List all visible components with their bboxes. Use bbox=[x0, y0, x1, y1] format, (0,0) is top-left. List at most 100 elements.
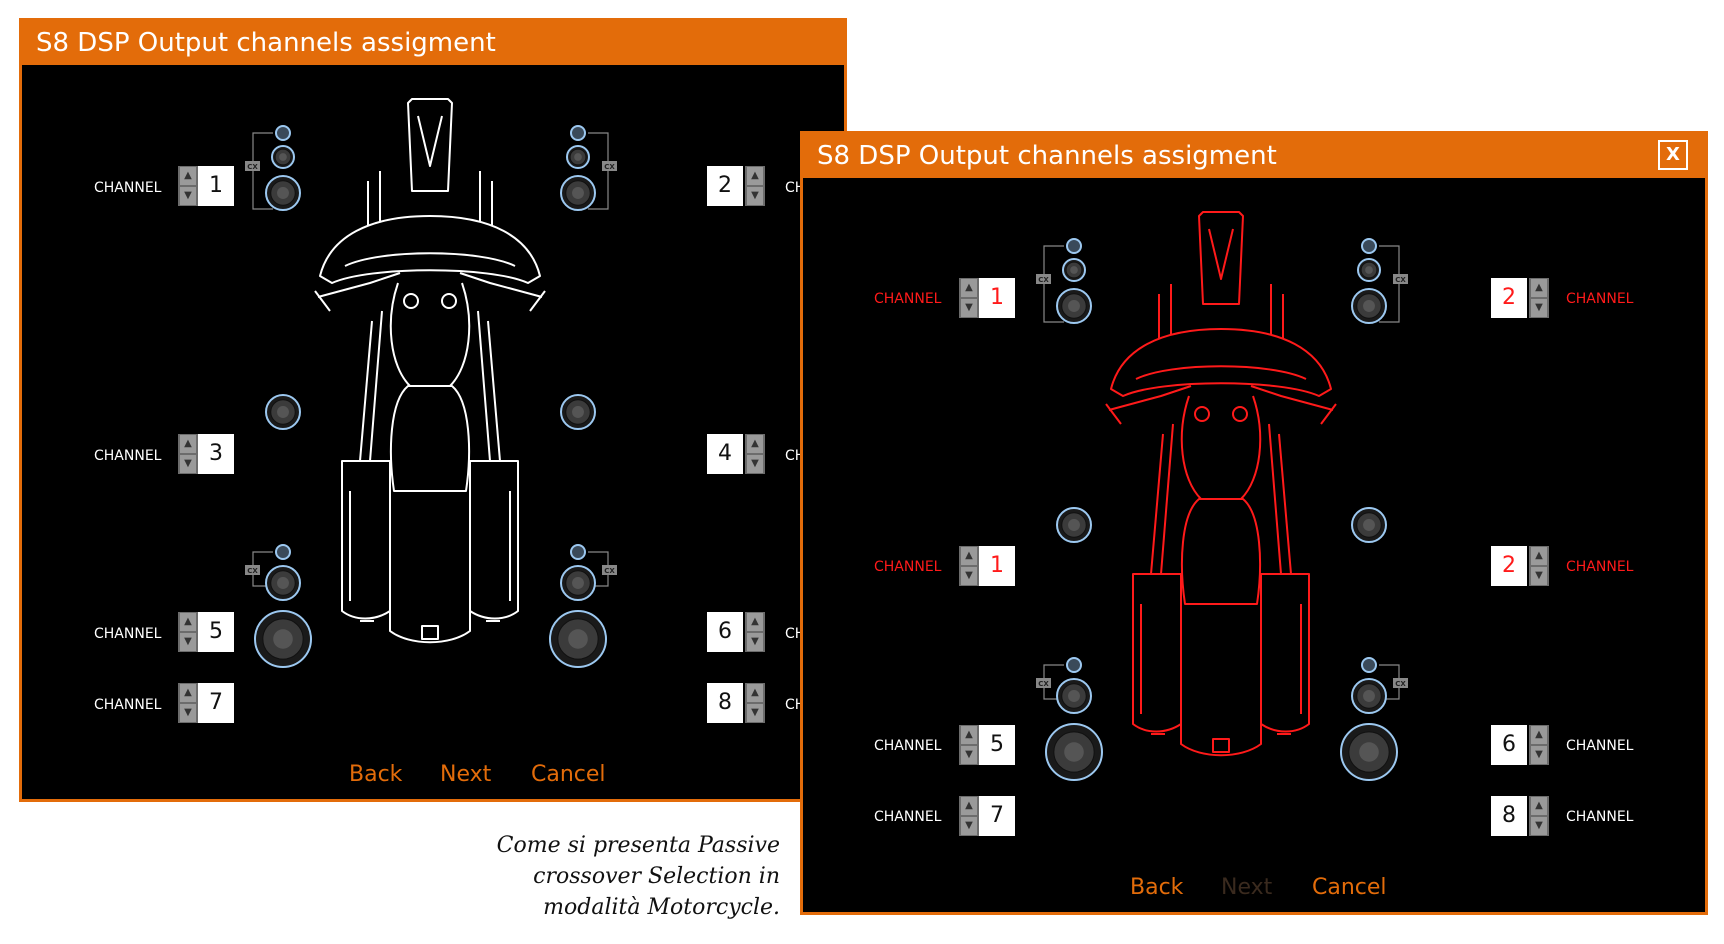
channel-value[interactable]: 8 bbox=[1491, 796, 1527, 836]
channel-value[interactable]: 6 bbox=[1491, 725, 1527, 765]
stepper-up-arrow-icon[interactable]: ▲ bbox=[747, 684, 763, 702]
channel-stepper-sub-right[interactable]: 8▲ ▼ bbox=[1491, 796, 1549, 836]
stepper-up-arrow-icon[interactable]: ▲ bbox=[961, 797, 977, 815]
crossover-badge-rear-left bbox=[1036, 678, 1051, 688]
crossover-badge-rear-right-text: CX bbox=[604, 567, 615, 575]
tweeter-rear-left-icon bbox=[275, 544, 291, 560]
fork-outline bbox=[379, 171, 481, 221]
speaker-rear-left-icon-dust-cap bbox=[1068, 690, 1080, 702]
stepper-up-arrow-icon[interactable]: ▲ bbox=[747, 613, 763, 631]
channel-stepper-rear-right[interactable]: 6▲ ▼ bbox=[707, 612, 765, 652]
stepper-down-arrow-icon[interactable]: ▼ bbox=[747, 455, 763, 473]
crossover-badge-rear-left bbox=[245, 565, 260, 575]
crossover-badge-front-left-text: CX bbox=[1038, 276, 1049, 284]
windshield-vee bbox=[1208, 228, 1234, 280]
channel-stepper-front-left[interactable]: ▲ ▼1 bbox=[178, 166, 236, 206]
stepper-down-arrow-icon[interactable]: ▼ bbox=[180, 633, 196, 651]
woofer-front-left-icon-dust-cap bbox=[277, 187, 289, 199]
stepper-up-arrow-icon[interactable]: ▲ bbox=[180, 613, 196, 631]
channel-value[interactable]: 6 bbox=[707, 612, 743, 652]
stepper-down-arrow-icon[interactable]: ▼ bbox=[1531, 746, 1547, 764]
channel-value[interactable]: 8 bbox=[707, 683, 743, 723]
stepper-up-arrow-icon[interactable]: ▲ bbox=[180, 684, 196, 702]
stepper-down-arrow-icon[interactable]: ▼ bbox=[180, 187, 196, 205]
channel-stepper-mid-left[interactable]: ▲ ▼3 bbox=[178, 434, 236, 474]
stepper-down-arrow-icon[interactable]: ▼ bbox=[747, 704, 763, 722]
channel-value[interactable]: 5 bbox=[198, 612, 234, 652]
next-button-disabled: Next bbox=[1221, 875, 1273, 900]
channel-stepper-sub-left[interactable]: ▲ ▼7 bbox=[178, 683, 236, 723]
stepper-down-arrow-icon[interactable]: ▼ bbox=[1531, 817, 1547, 835]
tank-outline bbox=[1180, 395, 1262, 500]
stepper-up-arrow-icon[interactable]: ▲ bbox=[180, 435, 196, 453]
channel-stepper-sub-right[interactable]: 8▲ ▼ bbox=[707, 683, 765, 723]
stepper-down-arrow-icon[interactable]: ▼ bbox=[961, 567, 977, 585]
channel-label-rear-right: CHANNEL bbox=[1566, 738, 1634, 754]
next-button[interactable]: Next bbox=[440, 762, 492, 787]
speaker-mid-right-icon-dust-cap bbox=[1363, 519, 1375, 531]
channel-stepper-front-right[interactable]: 2▲ ▼ bbox=[1491, 278, 1549, 318]
cancel-button[interactable]: Cancel bbox=[531, 762, 606, 787]
stepper-up-arrow-icon[interactable]: ▲ bbox=[1531, 726, 1547, 744]
channel-label-mid-left: CHANNEL bbox=[94, 448, 162, 464]
channel-value[interactable]: 1 bbox=[979, 546, 1015, 586]
stepper-down-arrow-icon[interactable]: ▼ bbox=[180, 455, 196, 473]
fork-outline bbox=[1170, 284, 1272, 334]
gauge-right-outline bbox=[1232, 406, 1248, 422]
stepper-down-arrow-icon[interactable]: ▼ bbox=[961, 299, 977, 317]
stepper-down-arrow-icon[interactable]: ▼ bbox=[747, 187, 763, 205]
back-button[interactable]: Back bbox=[1130, 875, 1184, 900]
stepper-down-arrow-icon[interactable]: ▼ bbox=[1531, 567, 1547, 585]
stepper-up-arrow-icon[interactable]: ▲ bbox=[1531, 547, 1547, 565]
channel-value[interactable]: 1 bbox=[198, 166, 234, 206]
subwoofer-right-icon-dust-cap bbox=[568, 629, 588, 649]
tweeter-front-left-icon bbox=[275, 125, 291, 141]
channel-stepper-rear-left[interactable]: ▲ ▼5 bbox=[959, 725, 1017, 765]
stepper-up-arrow-icon[interactable]: ▲ bbox=[1531, 797, 1547, 815]
stepper-up-arrow-icon[interactable]: ▲ bbox=[747, 167, 763, 185]
channel-stepper-front-left[interactable]: ▲ ▼1 bbox=[959, 278, 1017, 318]
channel-value[interactable]: 2 bbox=[707, 166, 743, 206]
crossover-badge-rear-right bbox=[1393, 678, 1408, 688]
back-button[interactable]: Back bbox=[349, 762, 403, 787]
stepper-down-arrow-icon[interactable]: ▼ bbox=[747, 633, 763, 651]
channel-value[interactable]: 3 bbox=[198, 434, 234, 474]
channel-value[interactable]: 7 bbox=[198, 683, 234, 723]
rear-fender-outline bbox=[1180, 604, 1262, 757]
channel-stepper-rear-right[interactable]: 6▲ ▼ bbox=[1491, 725, 1549, 765]
stepper-up-arrow-icon[interactable]: ▲ bbox=[747, 435, 763, 453]
stepper-up-arrow-icon[interactable]: ▲ bbox=[961, 547, 977, 565]
channel-value[interactable]: 5 bbox=[979, 725, 1015, 765]
midrange-front-right-icon-dust-cap bbox=[1365, 266, 1373, 274]
channel-stepper-front-right[interactable]: 2▲ ▼ bbox=[707, 166, 765, 206]
channel-stepper-rear-left[interactable]: ▲ ▼5 bbox=[178, 612, 236, 652]
stepper-up-arrow-icon[interactable]: ▲ bbox=[1531, 279, 1547, 297]
cancel-button[interactable]: Cancel bbox=[1312, 875, 1387, 900]
tail-light-outline bbox=[421, 625, 439, 640]
close-button[interactable]: X bbox=[1658, 140, 1688, 170]
stepper-up-arrow-icon[interactable]: ▲ bbox=[961, 279, 977, 297]
crossover-badge-front-right-text: CX bbox=[604, 163, 615, 171]
channel-label-rear-left: CHANNEL bbox=[94, 626, 162, 642]
channel-value[interactable]: 2 bbox=[1491, 546, 1527, 586]
channel-value[interactable]: 4 bbox=[707, 434, 743, 474]
stepper-down-arrow-icon[interactable]: ▼ bbox=[180, 704, 196, 722]
channel-value[interactable]: 7 bbox=[979, 796, 1015, 836]
stepper-up-arrow-icon[interactable]: ▲ bbox=[180, 167, 196, 185]
stepper-up-arrow-icon[interactable]: ▲ bbox=[961, 726, 977, 744]
channel-value[interactable]: 2 bbox=[1491, 278, 1527, 318]
frame-outer-outline bbox=[1150, 433, 1292, 575]
channel-stepper-mid-left[interactable]: ▲ ▼1 bbox=[959, 546, 1017, 586]
caption-line: modalità Motorcycle. bbox=[543, 895, 780, 920]
channel-stepper-mid-right[interactable]: 2▲ ▼ bbox=[1491, 546, 1549, 586]
tweeter-front-right-icon bbox=[570, 125, 586, 141]
channel-stepper-sub-left[interactable]: ▲ ▼7 bbox=[959, 796, 1017, 836]
channel-value[interactable]: 1 bbox=[979, 278, 1015, 318]
channel-stepper-mid-right[interactable]: 4▲ ▼ bbox=[707, 434, 765, 474]
stepper-down-arrow-icon[interactable]: ▼ bbox=[961, 817, 977, 835]
rear-fender-outline bbox=[389, 491, 471, 644]
channel-label-front-right: CHANNEL bbox=[1566, 291, 1634, 307]
stepper-down-arrow-icon[interactable]: ▼ bbox=[961, 746, 977, 764]
fork-outer-outline bbox=[367, 181, 493, 226]
stepper-down-arrow-icon[interactable]: ▼ bbox=[1531, 299, 1547, 317]
